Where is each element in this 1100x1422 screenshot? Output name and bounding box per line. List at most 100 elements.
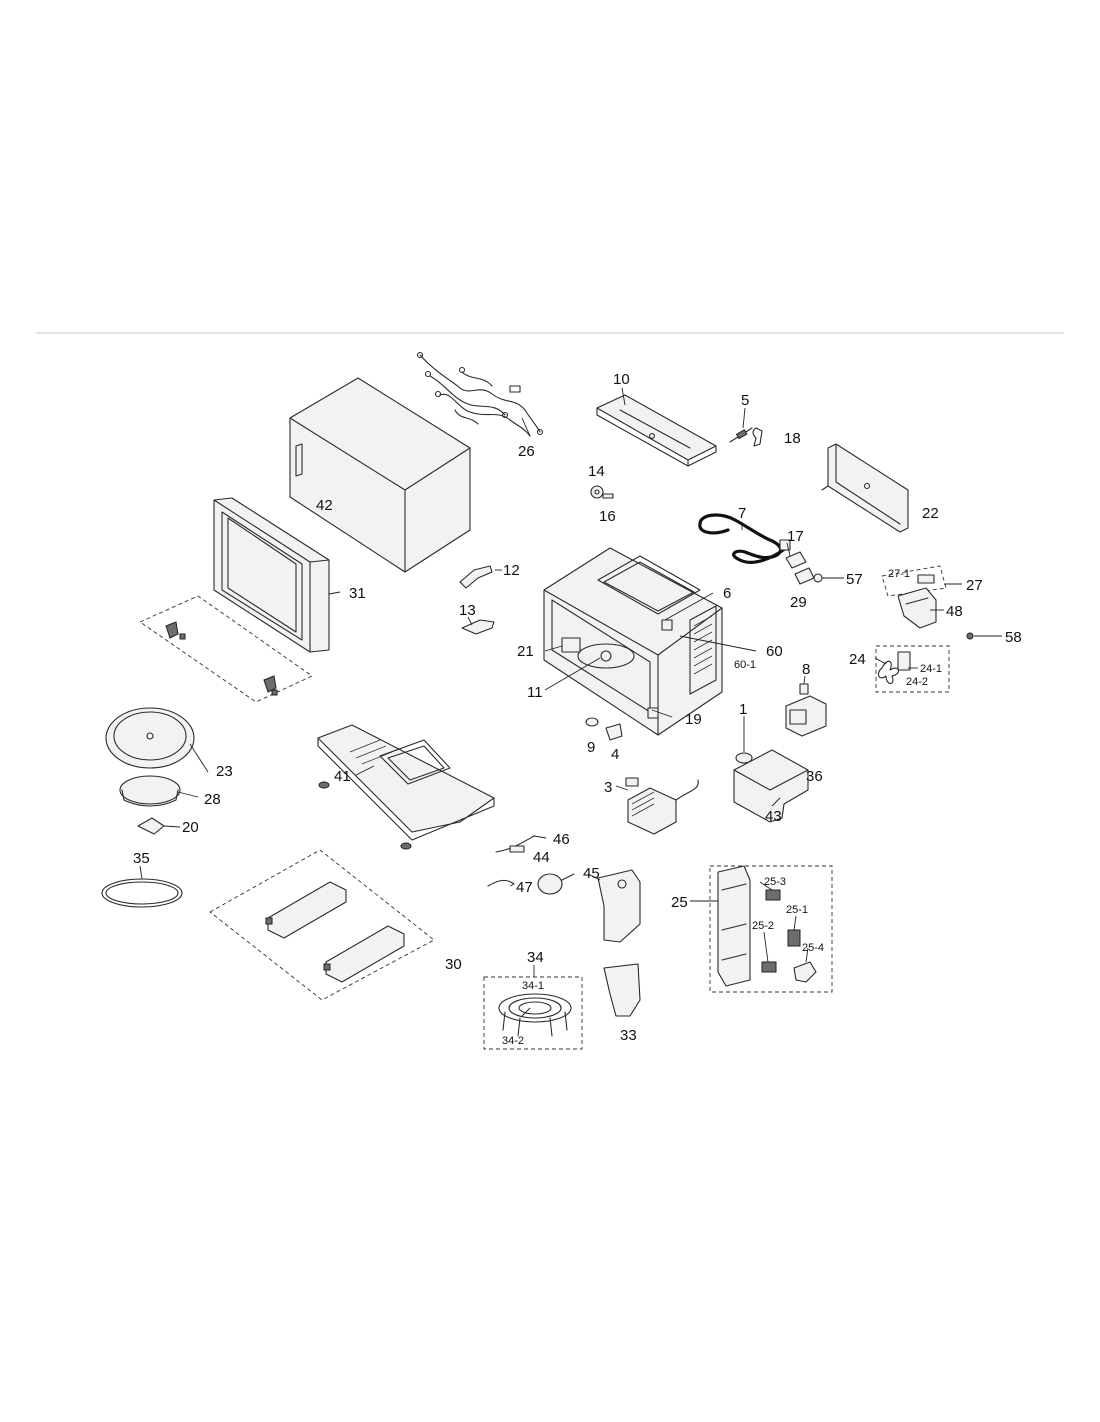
part-7-heater [698,513,791,564]
part-57-nut [813,573,823,583]
callout-13: 13 [459,602,476,619]
part-9-coupler [585,717,599,727]
callout-34-2: 34-2 [502,1035,524,1047]
callout-57: 57 [846,571,863,588]
callout-35: 35 [133,850,150,867]
part-43-duct [733,749,809,823]
part-3-transformer [625,777,699,835]
callout-25-2: 25-2 [752,920,774,932]
part-26-wire-harness [416,351,544,437]
callout-17: 17 [787,528,804,545]
part-23-turntable-plate [105,707,195,769]
callout-60: 60 [766,643,783,660]
part-door-hinges [139,595,313,703]
callout-48: 48 [946,603,963,620]
callout-19: 19 [685,711,702,728]
part-27-group [881,565,947,597]
part-16-spring [602,493,614,499]
part-46-harness [495,835,535,853]
callout-27: 27 [966,577,983,594]
part-4-motor [605,723,623,741]
callout-30: 30 [445,956,462,973]
part-35-ring [101,878,183,908]
callout-5: 5 [741,392,749,409]
callout-60-1: 60-1 [734,659,756,671]
callout-1: 1 [739,701,747,718]
part-10-top-plate [596,394,717,467]
part-25-1-switch [787,929,801,947]
callout-47: 47 [516,879,533,896]
part-44-capacitor [537,873,575,895]
callout-27-1: 27-1 [888,568,910,580]
part-30-brackets [209,849,435,1001]
callout-22: 22 [922,505,939,522]
callout-12: 12 [503,562,520,579]
callout-24-2: 24-2 [906,676,928,688]
callout-44: 44 [533,849,550,866]
part-28-roller-ring [119,775,181,807]
callout-18: 18 [784,430,801,447]
part-25-2-switch [761,961,777,973]
leader-lines [139,387,1002,1017]
callout-42: 42 [316,497,333,514]
callout-6: 6 [723,585,731,602]
part-31-door-frame [213,497,330,653]
part-45-duct [597,869,641,943]
part-14-cam [590,485,604,499]
callout-labels: 10 5 18 26 42 14 16 22 7 17 12 31 57 27-… [133,371,1022,1047]
callout-33: 33 [620,1027,637,1044]
part-58-screw [966,632,974,640]
callout-43: 43 [765,808,782,825]
callout-36: 36 [806,768,823,785]
callout-9: 9 [587,739,595,756]
part-25-3-switch [765,889,781,901]
callout-24-1: 24-1 [920,663,942,675]
callout-25-1: 25-1 [786,904,808,916]
callout-10: 10 [613,371,630,388]
part-48-fan-bracket [897,587,937,629]
callout-11: 11 [527,684,543,701]
part-36-magnetron [785,695,827,737]
part-29-gasket [794,567,815,585]
part-12-latch [459,565,493,589]
callout-24: 24 [849,651,866,668]
callout-3: 3 [604,779,612,796]
callout-28: 28 [204,791,221,808]
callout-26: 26 [518,443,535,460]
callout-25: 25 [671,894,688,911]
callout-25-3: 25-3 [764,876,786,888]
callout-41: 41 [334,768,351,785]
part-42-outer-cabinet [289,377,471,573]
callout-29: 29 [790,594,807,611]
part-25-latch-group [709,865,833,993]
part-41-base-plate [317,724,495,850]
part-5-fuse [729,427,763,447]
callout-14: 14 [588,463,605,480]
part-20-coupler [137,817,165,835]
callout-34: 34 [527,949,544,966]
part-25-4-switch [793,961,817,983]
callout-20: 20 [182,819,199,836]
callout-7: 7 [738,505,746,522]
callout-25-4: 25-4 [802,942,824,954]
part-cavity-assembly [543,547,723,736]
part-47-harness [487,879,515,887]
callout-16: 16 [599,508,616,525]
callout-58: 58 [1005,629,1022,646]
callout-21: 21 [517,643,534,660]
part-33-cover [603,963,641,1017]
callout-46: 46 [553,831,570,848]
part-13-lever [461,619,495,635]
part-22-bracket [821,443,909,533]
callout-31: 31 [349,585,366,602]
part-1-thermostat [735,752,753,764]
part-34-grill-rack [483,976,583,1050]
part-17-gasket [785,551,807,569]
callout-8: 8 [802,661,810,678]
part-8-switch [799,683,809,695]
callout-34-1: 34-1 [522,980,544,992]
callout-4: 4 [611,746,619,763]
callout-23: 23 [216,763,233,780]
callout-45: 45 [583,865,600,882]
